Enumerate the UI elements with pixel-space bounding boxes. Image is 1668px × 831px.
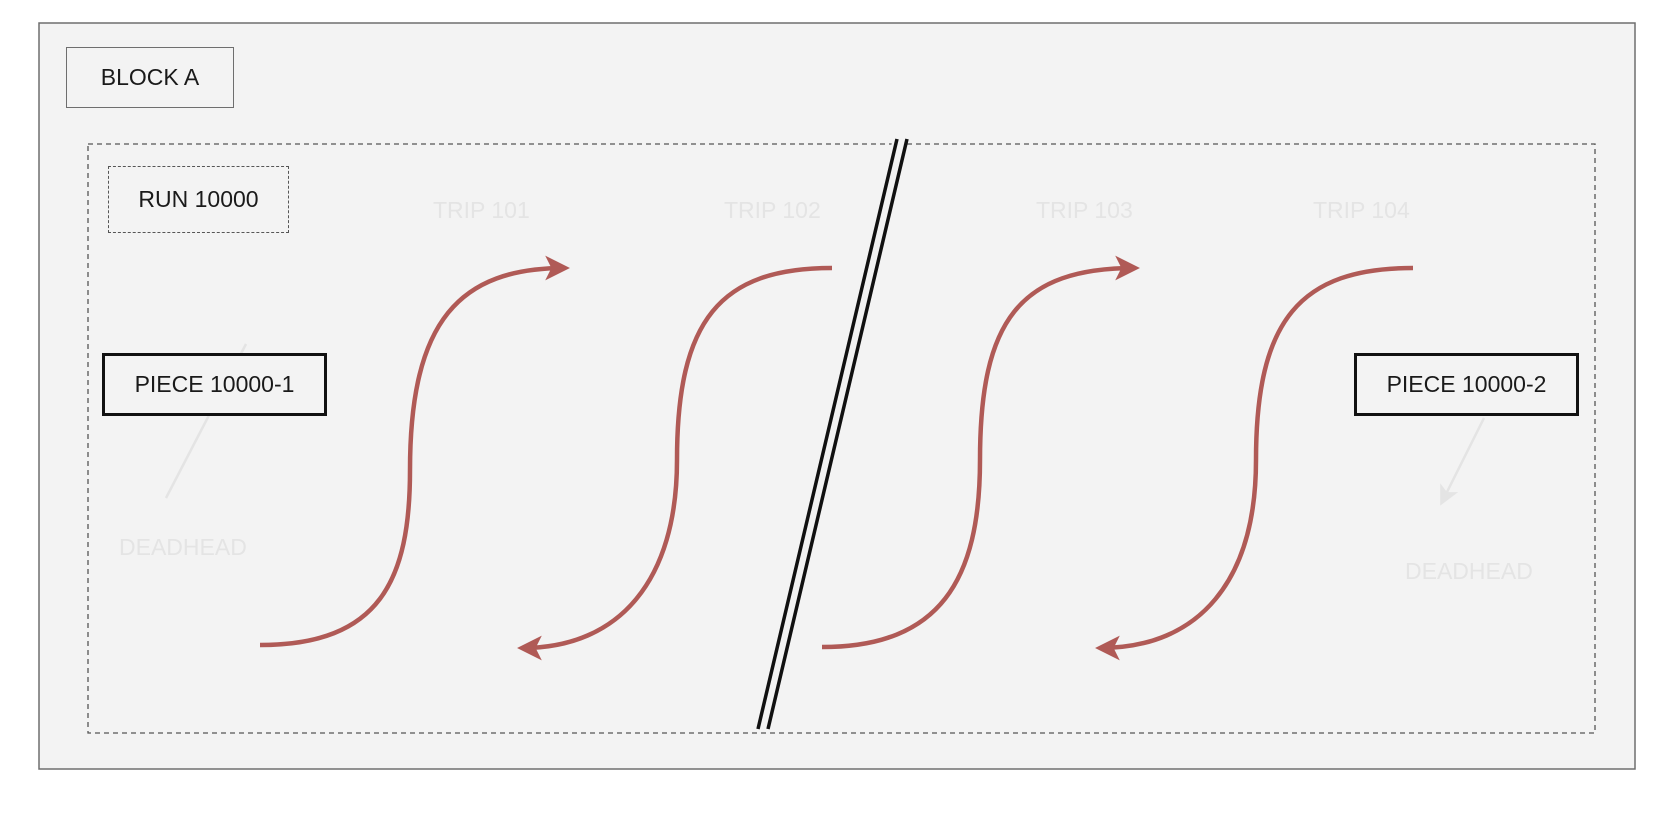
deadhead-connector-2 bbox=[1440, 417, 1486, 506]
run-container bbox=[87, 143, 1596, 734]
piece-break-marker bbox=[753, 137, 909, 731]
trip-arrow-102 bbox=[517, 265, 833, 661]
trip-label-102: TRIP 102 bbox=[724, 197, 821, 223]
run-label: RUN 10000 bbox=[108, 166, 289, 233]
trip-arrow-104 bbox=[1095, 265, 1414, 661]
deadhead-label-1: DEADHEAD bbox=[119, 534, 247, 560]
trip-arrow-101 bbox=[259, 255, 570, 648]
deadhead-label-2: DEADHEAD bbox=[1405, 558, 1533, 584]
block-label: BLOCK A bbox=[66, 47, 234, 108]
trip-arrow-103 bbox=[821, 255, 1140, 650]
trip-label-104: TRIP 104 bbox=[1313, 197, 1410, 223]
trip-label-101: TRIP 101 bbox=[433, 197, 530, 223]
trip-label-103: TRIP 103 bbox=[1036, 197, 1133, 223]
piece-label-2: PIECE 10000-2 bbox=[1354, 353, 1579, 416]
piece-label-1: PIECE 10000-1 bbox=[102, 353, 327, 416]
